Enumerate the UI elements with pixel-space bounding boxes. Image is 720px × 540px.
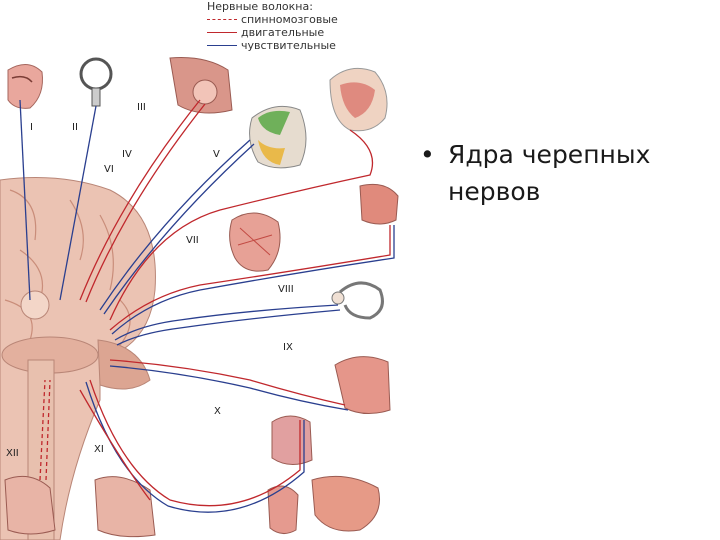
organ-illustrations xyxy=(4,57,399,538)
brain-base-illustration xyxy=(0,177,156,540)
legend-swatch-solid-blue xyxy=(207,45,237,46)
nerve-labels: I II III IV V VI VII VIII IX X XI XII xyxy=(6,102,294,459)
nerve-label-V: V xyxy=(213,149,220,160)
nerve-label-XI: XI xyxy=(94,444,104,455)
nerve-label-VIII: VIII xyxy=(278,284,294,295)
nerve-label-XII: XII xyxy=(6,448,19,459)
legend-label: двигательные xyxy=(241,26,325,39)
nerve-label-IX: IX xyxy=(283,342,293,353)
nerve-label-VI: VI xyxy=(104,164,114,175)
legend-swatch-dashed-red xyxy=(207,19,237,20)
nerve-pathways xyxy=(19,99,395,513)
nerve-label-III: III xyxy=(137,102,146,113)
legend-item-spinal: спинномозговые xyxy=(207,13,407,26)
legend: Нервные волокна: спинномозговые двигател… xyxy=(207,0,407,52)
nerve-label-I: I xyxy=(30,122,33,133)
legend-item-motor: двигательные xyxy=(207,26,407,39)
legend-item-sensory: чувствительные xyxy=(207,39,407,52)
nerve-label-II: II xyxy=(72,122,78,133)
nerve-label-VII: VII xyxy=(186,235,199,246)
legend-title: Нервные волокна: xyxy=(207,0,313,13)
bullet-symbol: • xyxy=(420,140,435,169)
bullet-text: Ядра черепных нервов xyxy=(448,140,651,206)
legend-swatch-solid-red xyxy=(207,32,237,33)
nerve-label-IV: IV xyxy=(122,149,132,160)
legend-label: спинномозговые xyxy=(241,13,338,26)
nerve-label-X: X xyxy=(214,406,221,417)
legend-label: чувствительные xyxy=(241,39,336,52)
cranial-nerves-diagram: I II III IV V VI VII VIII IX X XI XII xyxy=(0,57,399,540)
